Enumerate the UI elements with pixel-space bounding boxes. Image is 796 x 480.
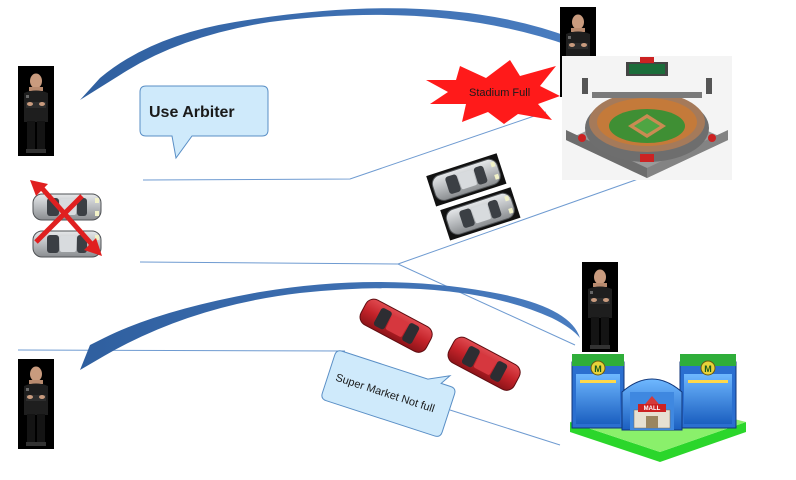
mall-emblem-left: M: [594, 364, 602, 374]
road-junction-to-stadium: [397, 171, 659, 265]
stadium-full-burst: Stadium Full: [426, 60, 560, 124]
callout-supermarket: Super Market Not full: [321, 350, 456, 437]
car-icon: [356, 295, 436, 356]
mall-sign: MALL: [644, 406, 661, 412]
road-supermarket: [449, 409, 561, 446]
stadium-full-text: Stadium Full: [469, 87, 530, 99]
mall-icon: M M MALL: [570, 354, 746, 462]
callout-use-arbiter-text: Use Arbiter: [149, 104, 235, 121]
mall-emblem-right: M: [704, 364, 712, 374]
officer-icon: [18, 66, 54, 156]
car-icon: [444, 333, 524, 394]
officer-icon: [582, 262, 618, 352]
car-icon: [440, 187, 521, 241]
road-stadium-upper: [142, 111, 547, 181]
road-lower-left: [17, 349, 346, 352]
callout-use-arbiter: Use Arbiter: [139, 85, 269, 160]
cross-icon: [30, 180, 102, 256]
officer-icon: [18, 359, 54, 449]
curved-arrow-icon: [80, 8, 572, 100]
stadium-icon: [562, 56, 732, 180]
car-icon: [426, 153, 507, 207]
road-lines: [17, 111, 659, 446]
road-main: [139, 261, 576, 346]
curved-arrow-icon: [80, 282, 580, 370]
